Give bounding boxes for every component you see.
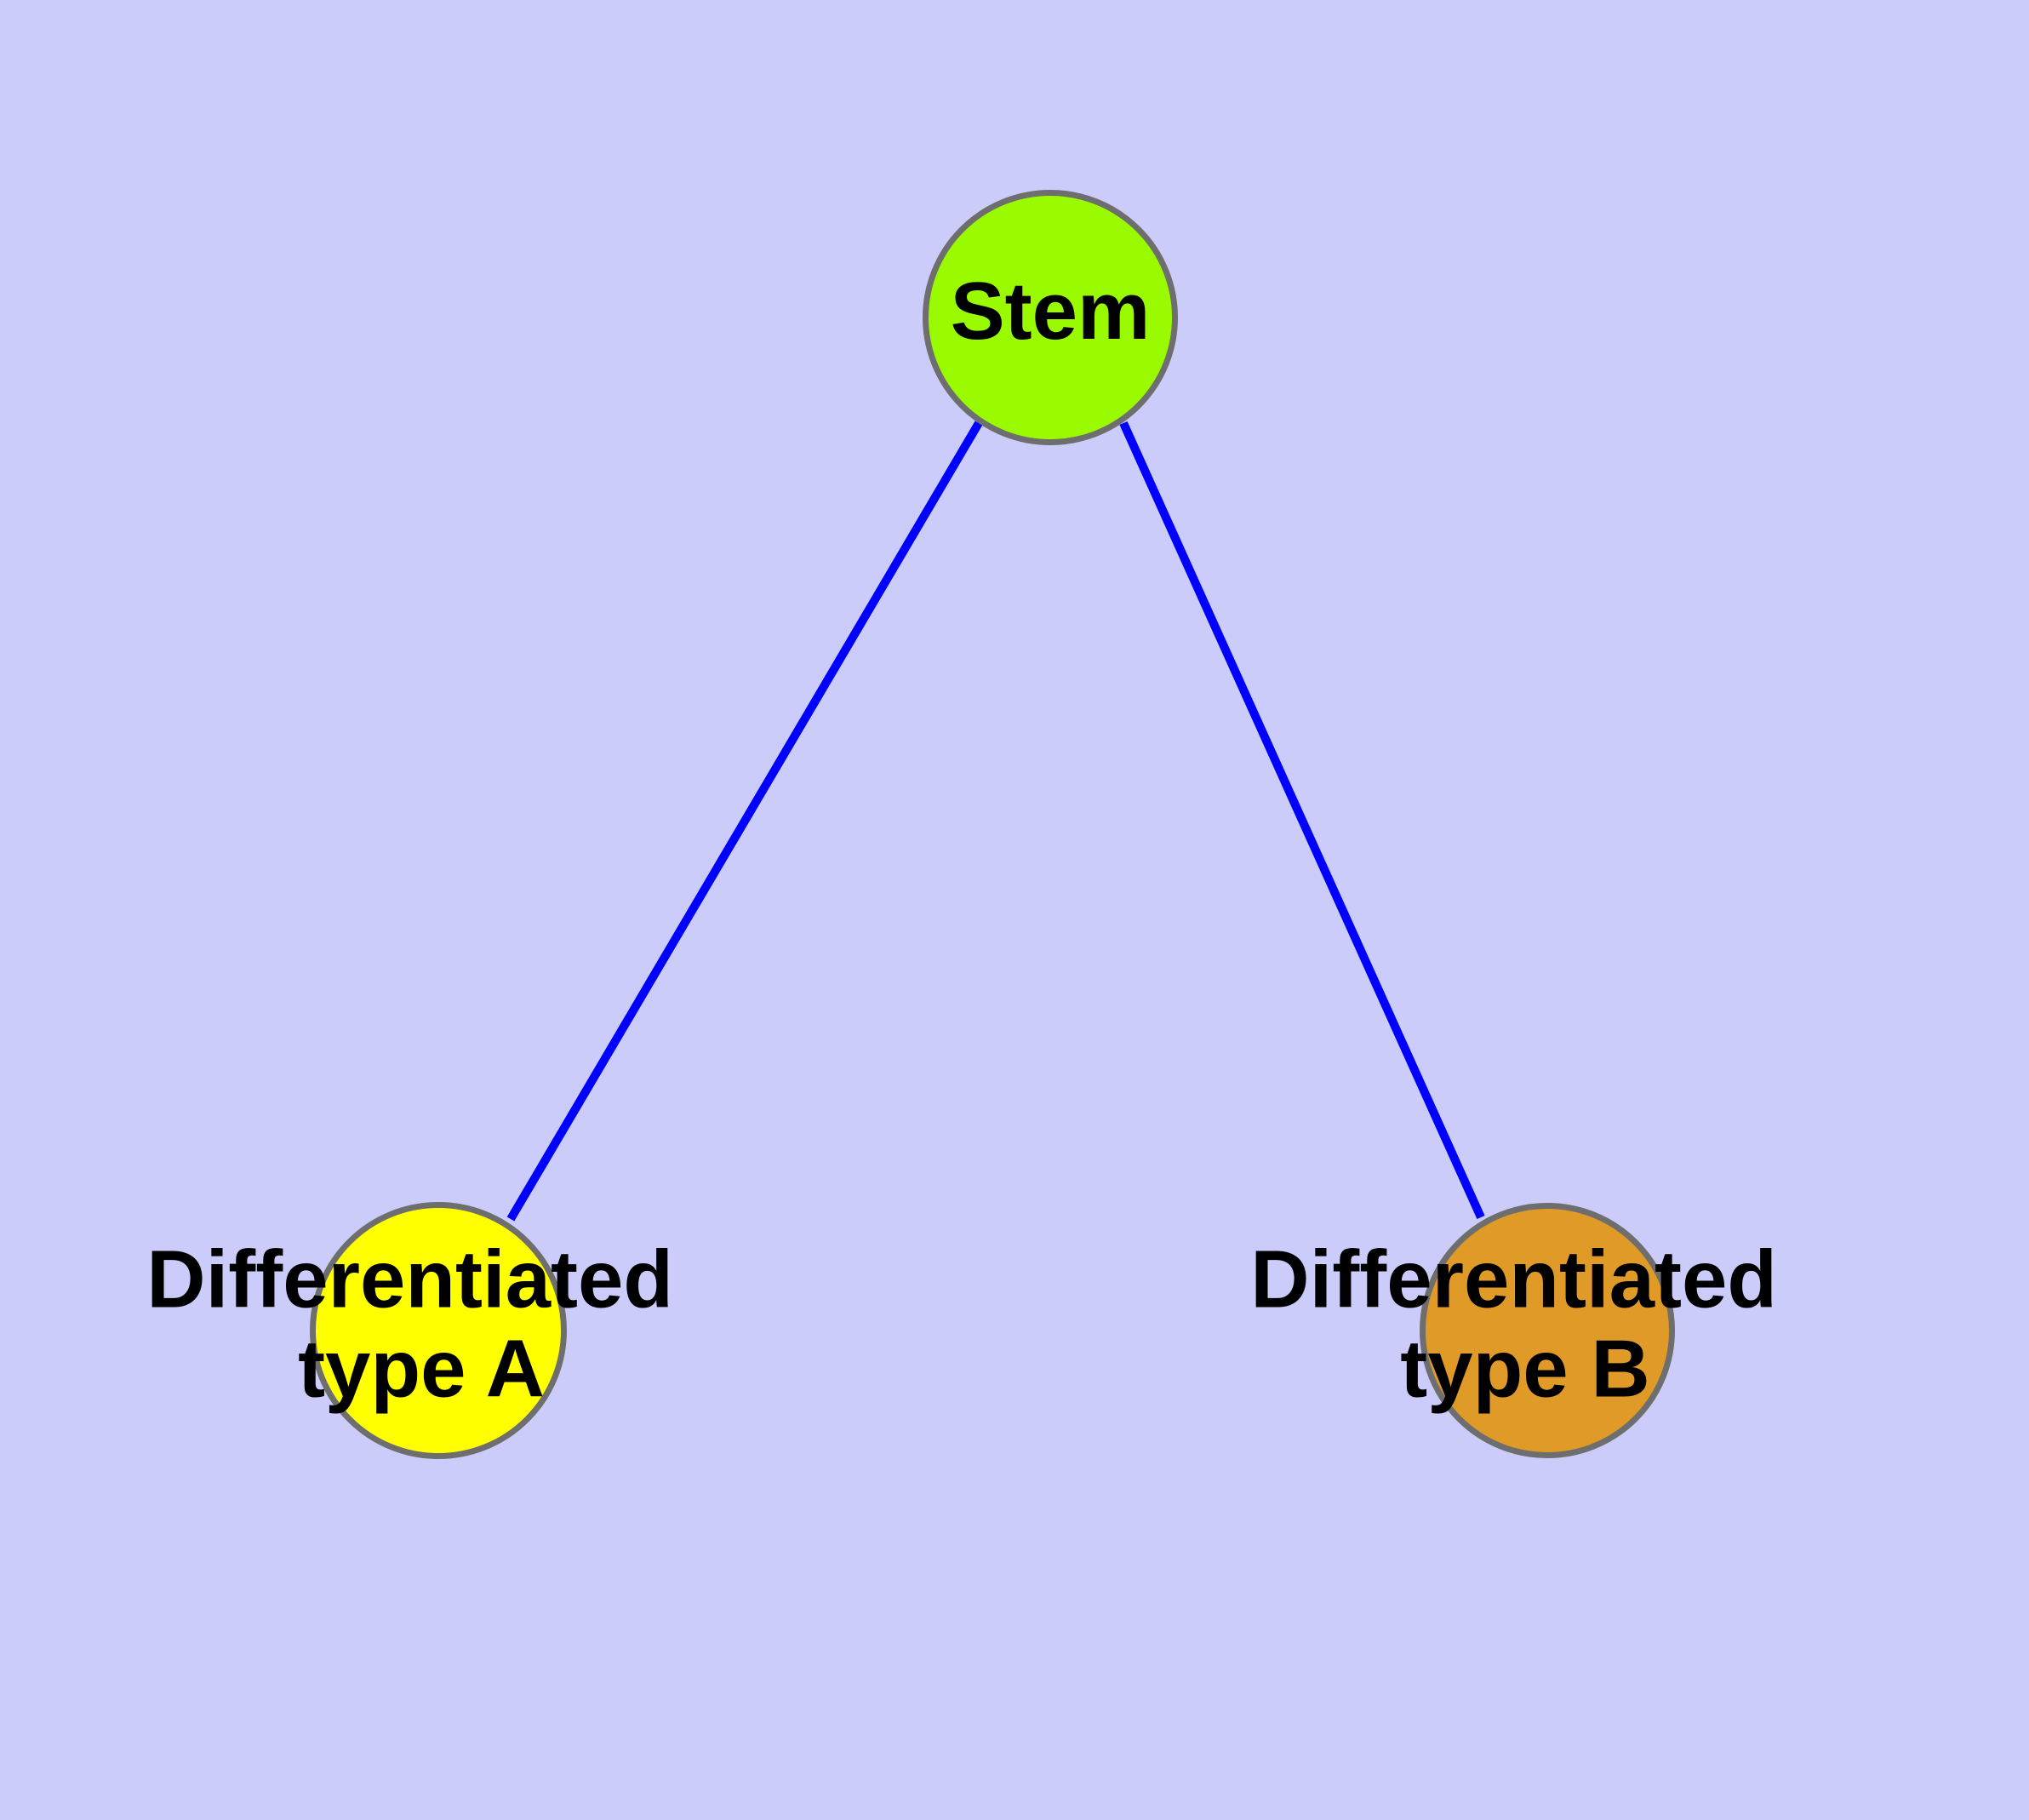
node-differentiated-type-b[interactable]: [1420, 1203, 1675, 1458]
edges-layer: [506, 421, 1485, 1222]
labels-layer: Stem Differentiated type A Differentiate…: [146, 266, 1799, 1415]
node-label-type-a-line1: Differentiated: [146, 1234, 673, 1325]
node-circle-stem[interactable]: [923, 190, 1178, 445]
node-differentiated-type-a[interactable]: [310, 1202, 567, 1459]
edge-stem-to-type-a[interactable]: [506, 421, 983, 1222]
node-label-type-b: Differentiated type B: [1250, 1234, 1799, 1415]
node-label-type-a-line2: type A: [298, 1324, 545, 1415]
node-label-type-b-line2: type B: [1400, 1324, 1649, 1415]
node-label-type-a: Differentiated type A: [146, 1234, 695, 1415]
node-circle-type-b[interactable]: [1420, 1203, 1675, 1458]
node-label-type-b-line1: Differentiated: [1250, 1234, 1777, 1325]
node-label-stem: Stem: [951, 266, 1151, 357]
edge-stem-to-type-b[interactable]: [1119, 421, 1485, 1220]
node-stem[interactable]: [923, 190, 1178, 445]
node-label-stem-line1: Stem: [951, 266, 1151, 357]
node-circle-type-a[interactable]: [310, 1202, 567, 1459]
